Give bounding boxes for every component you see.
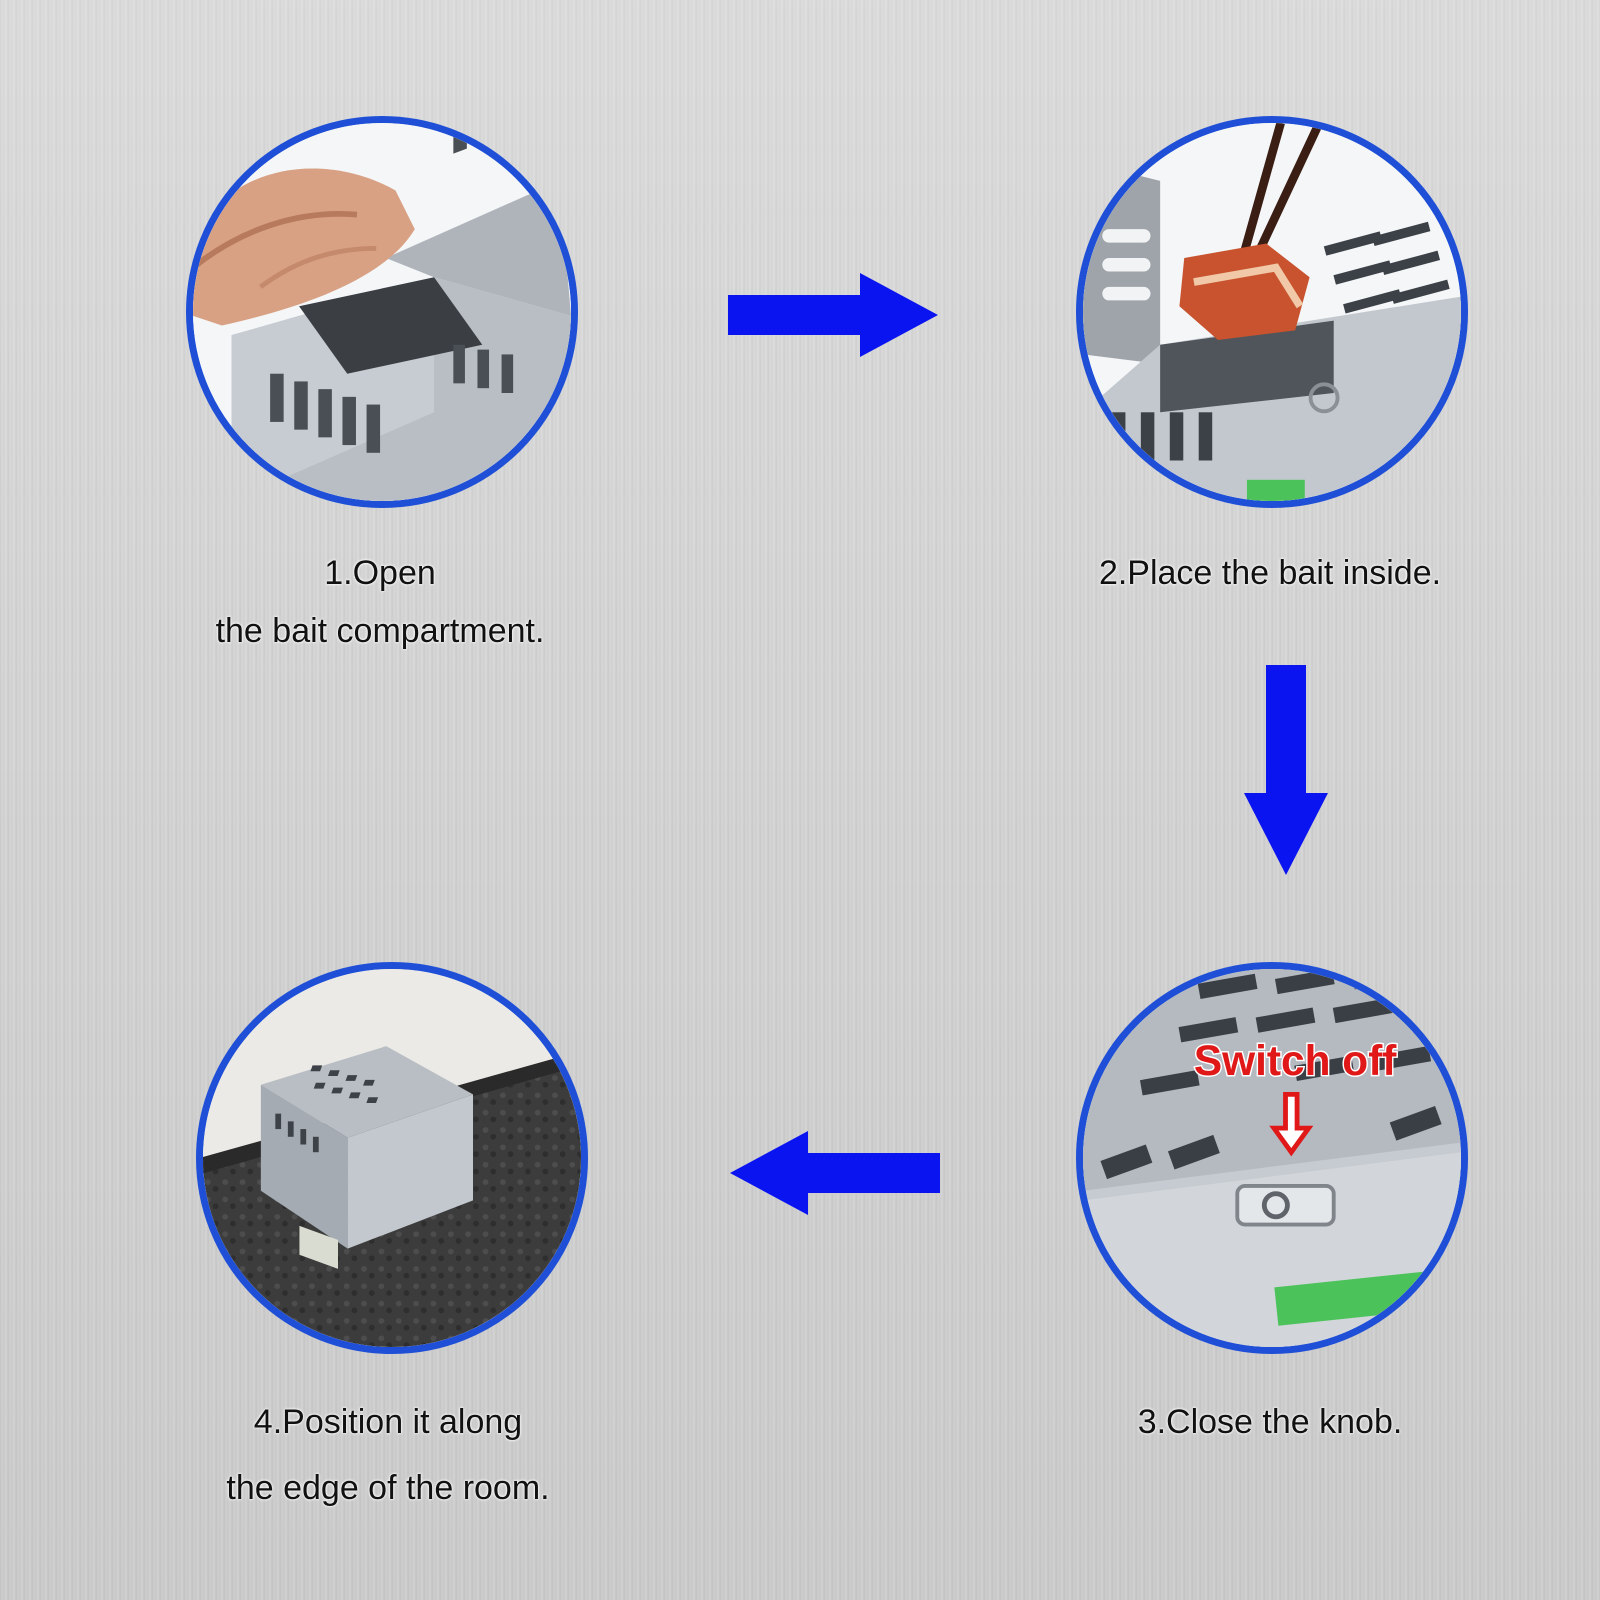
arrow-left-icon bbox=[730, 1131, 940, 1215]
step-3-caption: 3.Close the knob. bbox=[1060, 1393, 1480, 1451]
step-4-caption-line-2: the edge of the room. bbox=[226, 1469, 550, 1507]
down-arrow-indicator-icon bbox=[1269, 1091, 1314, 1157]
switch-off-label: Switch off bbox=[1194, 1037, 1397, 1084]
step-1-caption-line-2: the bait compartment. bbox=[215, 612, 545, 650]
step-2-photo bbox=[1076, 116, 1468, 508]
arrow-down-icon bbox=[1244, 665, 1328, 875]
knob-switch-icon: Switch off bbox=[1083, 969, 1461, 1347]
step-4-photo bbox=[196, 962, 588, 1354]
arrow-right-icon bbox=[728, 273, 938, 357]
step-4-caption-line-1: 4.Position it along bbox=[253, 1403, 523, 1441]
bait-chopsticks-icon bbox=[1083, 123, 1461, 501]
cage-open-lid-icon bbox=[193, 123, 571, 501]
step-1-caption-line-1: 1.Open bbox=[324, 554, 436, 592]
step-1-photo bbox=[186, 116, 578, 508]
step-2-caption-line-1: 2.Place the bait inside. bbox=[1098, 554, 1442, 592]
step-3-photo: Switch off bbox=[1076, 962, 1468, 1354]
step-4-caption: 4.Position it along the edge of the room… bbox=[178, 1389, 598, 1521]
step-3-caption-line-1: 3.Close the knob. bbox=[1137, 1403, 1403, 1441]
step-2-caption: 2.Place the bait inside. bbox=[1060, 544, 1480, 602]
step-1-caption: 1.Open the bait compartment. bbox=[170, 544, 590, 660]
cage-on-carpet-icon bbox=[203, 969, 581, 1347]
